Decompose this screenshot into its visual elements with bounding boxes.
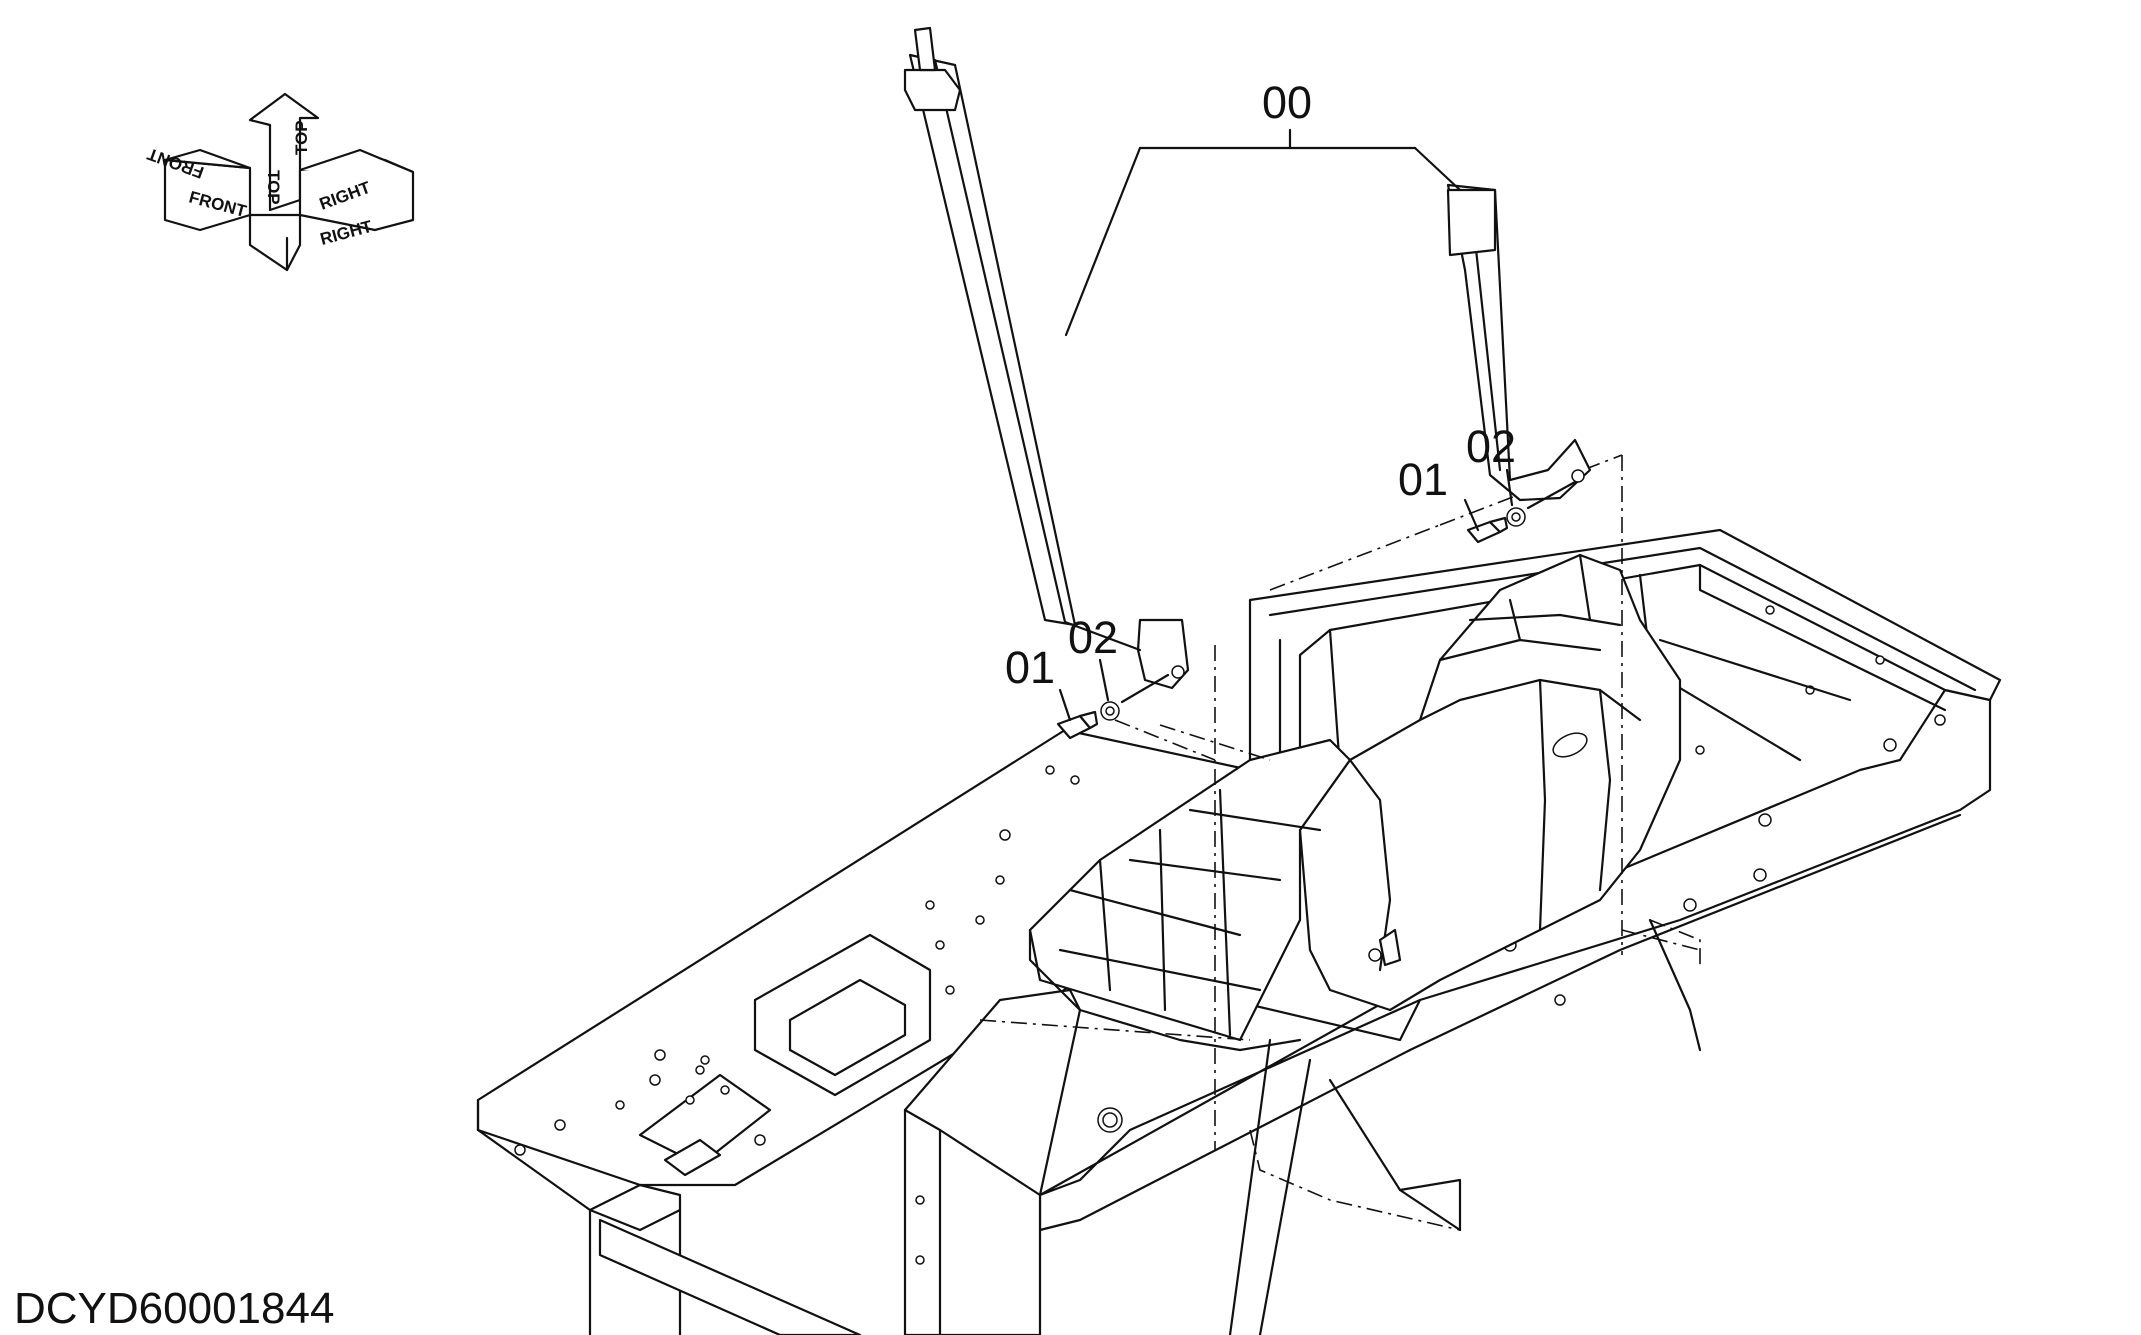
brace-assembly xyxy=(903,26,1592,740)
top-label-right: TOP xyxy=(292,120,311,155)
phantom-lines xyxy=(979,454,1701,1231)
operator-seat xyxy=(1028,553,1682,1052)
callout-bolt-left: 01 xyxy=(1005,642,1055,693)
callout-washer-left: 02 xyxy=(1068,612,1118,663)
callout-bolt-right: 01 xyxy=(1398,454,1448,505)
orientation-arrows-icon: FRONT FRONT TOP TOP RIGHT RIGHT xyxy=(144,92,415,272)
deck-holes xyxy=(514,765,1080,1156)
callout-washer-right: 02 xyxy=(1466,421,1516,472)
bolt-right xyxy=(1466,516,1509,544)
drawing-id-label: DCYD60001844 xyxy=(14,1284,335,1333)
callout-assembly: 00 xyxy=(1262,77,1312,128)
top-label-left: TOP xyxy=(264,170,283,205)
bolt-left xyxy=(1056,710,1099,740)
